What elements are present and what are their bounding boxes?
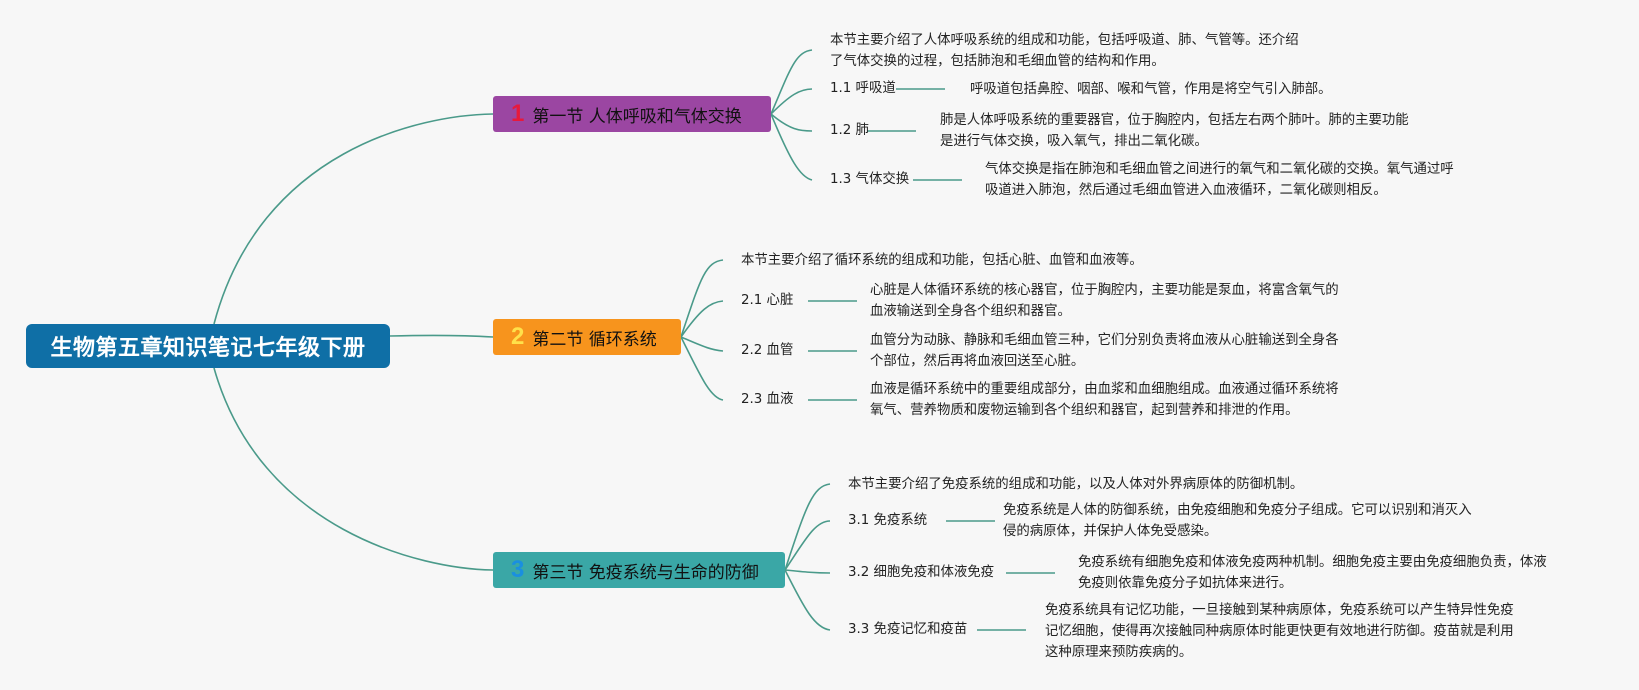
desc-line: 是进行气体交换，吸入氧气，排出二氧化碳。: [940, 134, 1208, 149]
connector-s1-item3: [770, 113, 813, 181]
topic-2-1-label[interactable]: 2.1 心脏: [741, 293, 794, 308]
summary-line: 了气体交换的过程，包括肺泡和毛细血管的结构和作用。: [830, 54, 1165, 69]
desc-line: 血管分为动脉、静脉和毛细血管三种，它们分别负责将血液从心脏输送到全身各: [870, 333, 1339, 348]
desc-line: 心脏是人体循环系统的核心器官，位于胸腔内，主要功能是泵血，将富含氧气的: [870, 283, 1339, 298]
desc-line: 吸道进入肺泡，然后通过毛细血管进入血液循环，二氧化碳则相反。: [985, 183, 1387, 198]
section-3-summary[interactable]: 本节主要介绍了免疫系统的组成和功能，以及人体对外界病原体的防御机制。: [848, 474, 1303, 495]
root-title: 生物第五章知识笔记七年级下册: [50, 336, 366, 361]
summary-line: 本节主要介绍了免疫系统的组成和功能，以及人体对外界病原体的防御机制。: [848, 477, 1304, 492]
topic-3-3-desc[interactable]: 免疫系统具有记忆功能，一旦接触到某种病原体，免疫系统可以产生特异性免疫 记忆细胞…: [1045, 600, 1514, 663]
connector-s1-item1: [770, 88, 813, 115]
topic-3-2-label[interactable]: 3.2 细胞免疫和体液免疫: [848, 565, 995, 580]
connector-s1-item2: [770, 113, 813, 132]
connector-s2-item1: [680, 300, 724, 338]
connector-root-section-1: [213, 113, 494, 325]
connector-s3-summary: [784, 483, 831, 571]
section-2-summary[interactable]: 本节主要介绍了循环系统的组成和功能，包括心脏、血管和血液等。: [741, 250, 1143, 271]
section-node-2[interactable]: 2 第二节 循环系统: [493, 319, 681, 355]
topic-2-1-desc[interactable]: 心脏是人体循环系统的核心器官，位于胸腔内，主要功能是泵血，将富含氧气的 血液输送…: [870, 280, 1339, 322]
section-number-2: 2: [511, 323, 525, 350]
desc-line: 肺是人体呼吸系统的重要器官，位于胸腔内，包括左右两个肺叶。肺的主要功能: [940, 113, 1409, 128]
desc-line: 氧气、营养物质和废物运输到各个组织和器官，起到营养和排泄的作用。: [870, 403, 1299, 418]
topic-2-2-label[interactable]: 2.2 血管: [741, 343, 794, 358]
section-node-1[interactable]: 1 第一节 人体呼吸和气体交换: [493, 96, 771, 132]
section-number-3: 3: [511, 556, 525, 583]
summary-line: 本节主要介绍了循环系统的组成和功能，包括心脏、血管和血液等。: [741, 253, 1143, 268]
desc-line: 记忆细胞，使得再次接触同种病原体时能更快更有效地进行防御。疫苗就是利用: [1045, 624, 1514, 639]
topic-3-3-label[interactable]: 3.3 免疫记忆和疫苗: [848, 622, 968, 637]
section-title-2: 第二节 循环系统: [532, 329, 657, 350]
desc-line: 血液是循环系统中的重要组成部分，由血浆和血细胞组成。血液通过循环系统将: [870, 382, 1339, 397]
topic-2-3-desc[interactable]: 血液是循环系统中的重要组成部分，由血浆和血细胞组成。血液通过循环系统将 氧气、营…: [870, 379, 1339, 421]
topic-1-2-desc[interactable]: 肺是人体呼吸系统的重要器官，位于胸腔内，包括左右两个肺叶。肺的主要功能 是进行气…: [940, 110, 1409, 152]
summary-line: 本节主要介绍了人体呼吸系统的组成和功能，包括呼吸道、肺、气管等。还介绍: [830, 33, 1299, 48]
desc-line: 免疫系统是人体的防御系统，由免疫细胞和免疫分子组成。它可以识别和消灭入: [1003, 503, 1472, 518]
connector-s3-item2: [784, 569, 831, 574]
topic-3-2-desc[interactable]: 免疫系统有细胞免疫和体液免疫两种机制。细胞免疫主要由免疫细胞负责，体液 免疫则依…: [1078, 552, 1547, 594]
connector-s2-item2: [680, 336, 724, 352]
topic-2-3-label[interactable]: 2.3 血液: [741, 392, 794, 407]
connector-s1-summary: [770, 49, 813, 115]
desc-line: 免疫系统具有记忆功能，一旦接触到某种病原体，免疫系统可以产生特异性免疫: [1045, 603, 1514, 618]
section-title-1: 第一节 人体呼吸和气体交换: [532, 106, 742, 127]
desc-line: 血液输送到全身各个组织和器官。: [870, 304, 1071, 319]
section-number-1: 1: [511, 100, 525, 127]
desc-line: 个部位，然后再将血液回送至心脏。: [870, 354, 1085, 369]
connector-root-section-2: [389, 334, 494, 338]
topic-3-1-desc[interactable]: 免疫系统是人体的防御系统，由免疫细胞和免疫分子组成。它可以识别和消灭入 侵的病原…: [1003, 500, 1472, 542]
desc-line: 侵的病原体，并保护人体免受感染。: [1003, 524, 1218, 539]
connector-root-section-3: [213, 367, 494, 571]
desc-line: 免疫则依靠免疫分子如抗体来进行。: [1078, 576, 1293, 591]
section-node-3[interactable]: 3 第三节 免疫系统与生命的防御: [493, 552, 785, 588]
topic-1-1-desc[interactable]: 呼吸道包括鼻腔、咽部、喉和气管，作用是将空气引入肺部。: [970, 79, 1332, 100]
topic-1-2-label[interactable]: 1.2 肺: [830, 123, 869, 138]
topic-3-1-label[interactable]: 3.1 免疫系统: [848, 513, 928, 528]
topic-1-3-label[interactable]: 1.3 气体交换: [830, 172, 910, 187]
topic-1-3-desc[interactable]: 气体交换是指在肺泡和毛细血管之间进行的氧气和二氧化碳的交换。氧气通过呼 吸道进入…: [985, 159, 1454, 201]
desc-line: 这种原理来预防疾病的。: [1045, 645, 1193, 660]
section-1-summary[interactable]: 本节主要介绍了人体呼吸系统的组成和功能，包括呼吸道、肺、气管等。还介绍 了气体交…: [830, 30, 1299, 72]
connector-s2-summary: [680, 259, 724, 338]
desc-line: 免疫系统有细胞免疫和体液免疫两种机制。细胞免疫主要由免疫细胞负责，体液: [1078, 555, 1547, 570]
desc-line: 呼吸道包括鼻腔、咽部、喉和气管，作用是将空气引入肺部。: [970, 82, 1332, 97]
section-title-3: 第三节 免疫系统与生命的防御: [532, 562, 759, 583]
desc-line: 气体交换是指在肺泡和毛细血管之间进行的氧气和二氧化碳的交换。氧气通过呼: [985, 162, 1454, 177]
connector-s2-item3: [680, 336, 724, 401]
topic-2-2-desc[interactable]: 血管分为动脉、静脉和毛细血管三种，它们分别负责将血液从心脏输送到全身各 个部位，…: [870, 330, 1339, 372]
connector-s3-item3: [784, 569, 831, 631]
topic-1-1-label[interactable]: 1.1 呼吸道: [830, 81, 896, 96]
root-node[interactable]: 生物第五章知识笔记七年级下册: [26, 324, 390, 368]
connector-s3-item1: [784, 520, 831, 571]
